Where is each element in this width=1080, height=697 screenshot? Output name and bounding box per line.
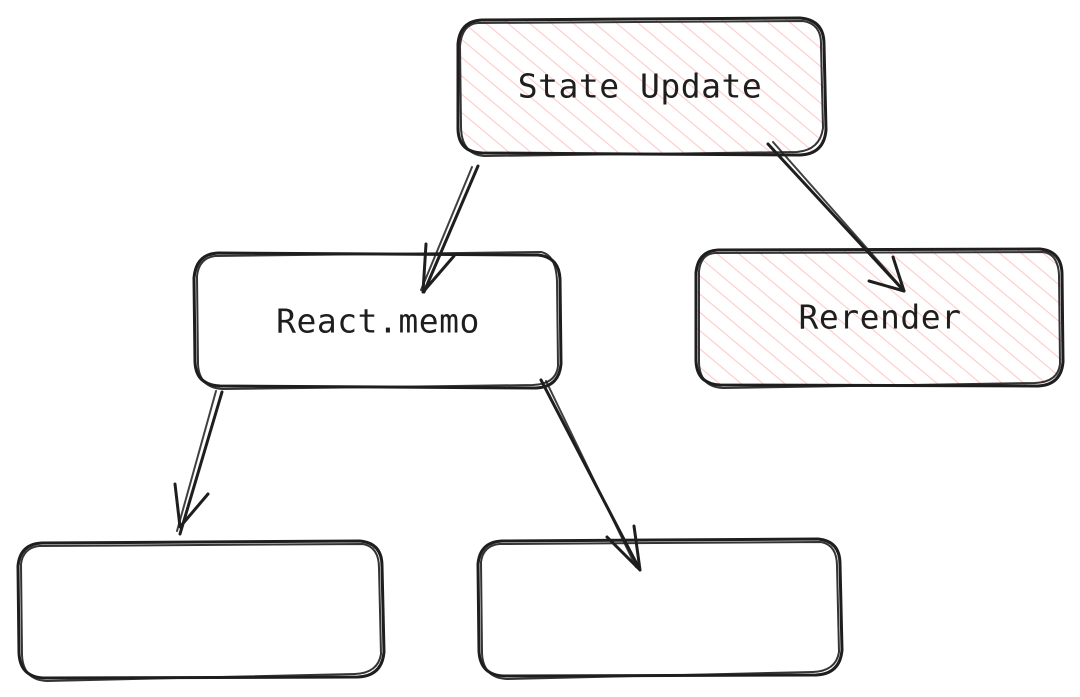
edge-react-memo-to-child-left-line-sketch: [176, 390, 217, 532]
node-state-update-border-sketch: [459, 20, 824, 157]
node-react-memo-border-sketch: [196, 251, 559, 390]
edge-react-memo-to-child-left-line: [178, 390, 224, 536]
node-react-memo-label: React.memo: [276, 302, 480, 341]
node-child-right-border-sketch: [480, 541, 840, 680]
node-child-right[interactable]: [476, 537, 844, 680]
edge-react-memo-to-child-right: [539, 378, 642, 572]
edge-state-update-to-rerender-line-sketch: [772, 141, 903, 289]
node-child-left[interactable]: [16, 539, 386, 682]
edge-state-update-to-rerender-line: [766, 142, 906, 293]
edge-react-memo-to-child-right-line-sketch: [545, 380, 637, 568]
node-rerender-border-sketch: [698, 251, 1061, 389]
node-rerender-fill: [696, 249, 1063, 386]
arrowhead-icon: [173, 482, 210, 529]
node-react-memo[interactable]: React.memo: [192, 251, 563, 390]
node-state-update[interactable]: State Update: [456, 16, 828, 157]
edge-state-update-to-rerender: [766, 141, 906, 293]
edge-state-update-to-react-memo-line-sketch: [420, 166, 473, 291]
node-state-update-border: [456, 16, 828, 157]
node-child-right-border: [476, 537, 844, 678]
edge-react-memo-to-child-left: [173, 390, 224, 536]
arrowhead-icon: [605, 524, 642, 572]
node-child-left-border-sketch: [20, 543, 382, 682]
arrowhead-icon: [867, 255, 906, 293]
edge-state-update-to-react-memo-line: [422, 164, 480, 294]
edge-state-update-to-react-memo: [420, 164, 480, 294]
arrowhead-icon: [421, 242, 456, 294]
node-child-left-border: [16, 539, 386, 680]
node-rerender-label: Rerender: [799, 298, 962, 337]
node-react-memo-border: [192, 251, 563, 390]
node-state-update-label: State Update: [518, 67, 762, 106]
node-rerender[interactable]: Rerender: [694, 247, 1065, 389]
node-rerender-border: [694, 247, 1065, 388]
node-state-update-fill: [458, 18, 826, 155]
